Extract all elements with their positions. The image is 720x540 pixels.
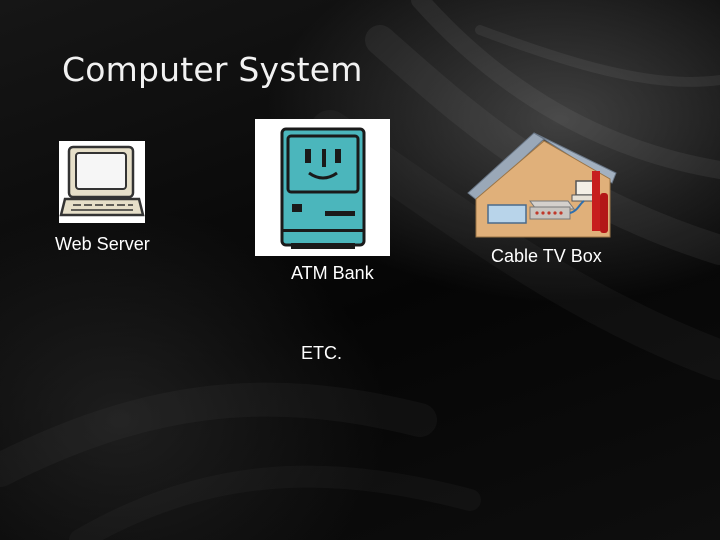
slide-title: Computer System bbox=[62, 50, 363, 89]
desktop-computer-icon bbox=[59, 141, 145, 223]
house-with-cable-box-icon bbox=[464, 131, 622, 241]
cable-tv-box-label: Cable TV Box bbox=[491, 246, 602, 266]
classic-mac-computer-icon bbox=[255, 119, 390, 256]
etc-label: ETC. bbox=[301, 343, 343, 363]
web-server-label: Web Server bbox=[55, 234, 150, 254]
atm-bank-label: ATM Bank bbox=[291, 263, 374, 283]
